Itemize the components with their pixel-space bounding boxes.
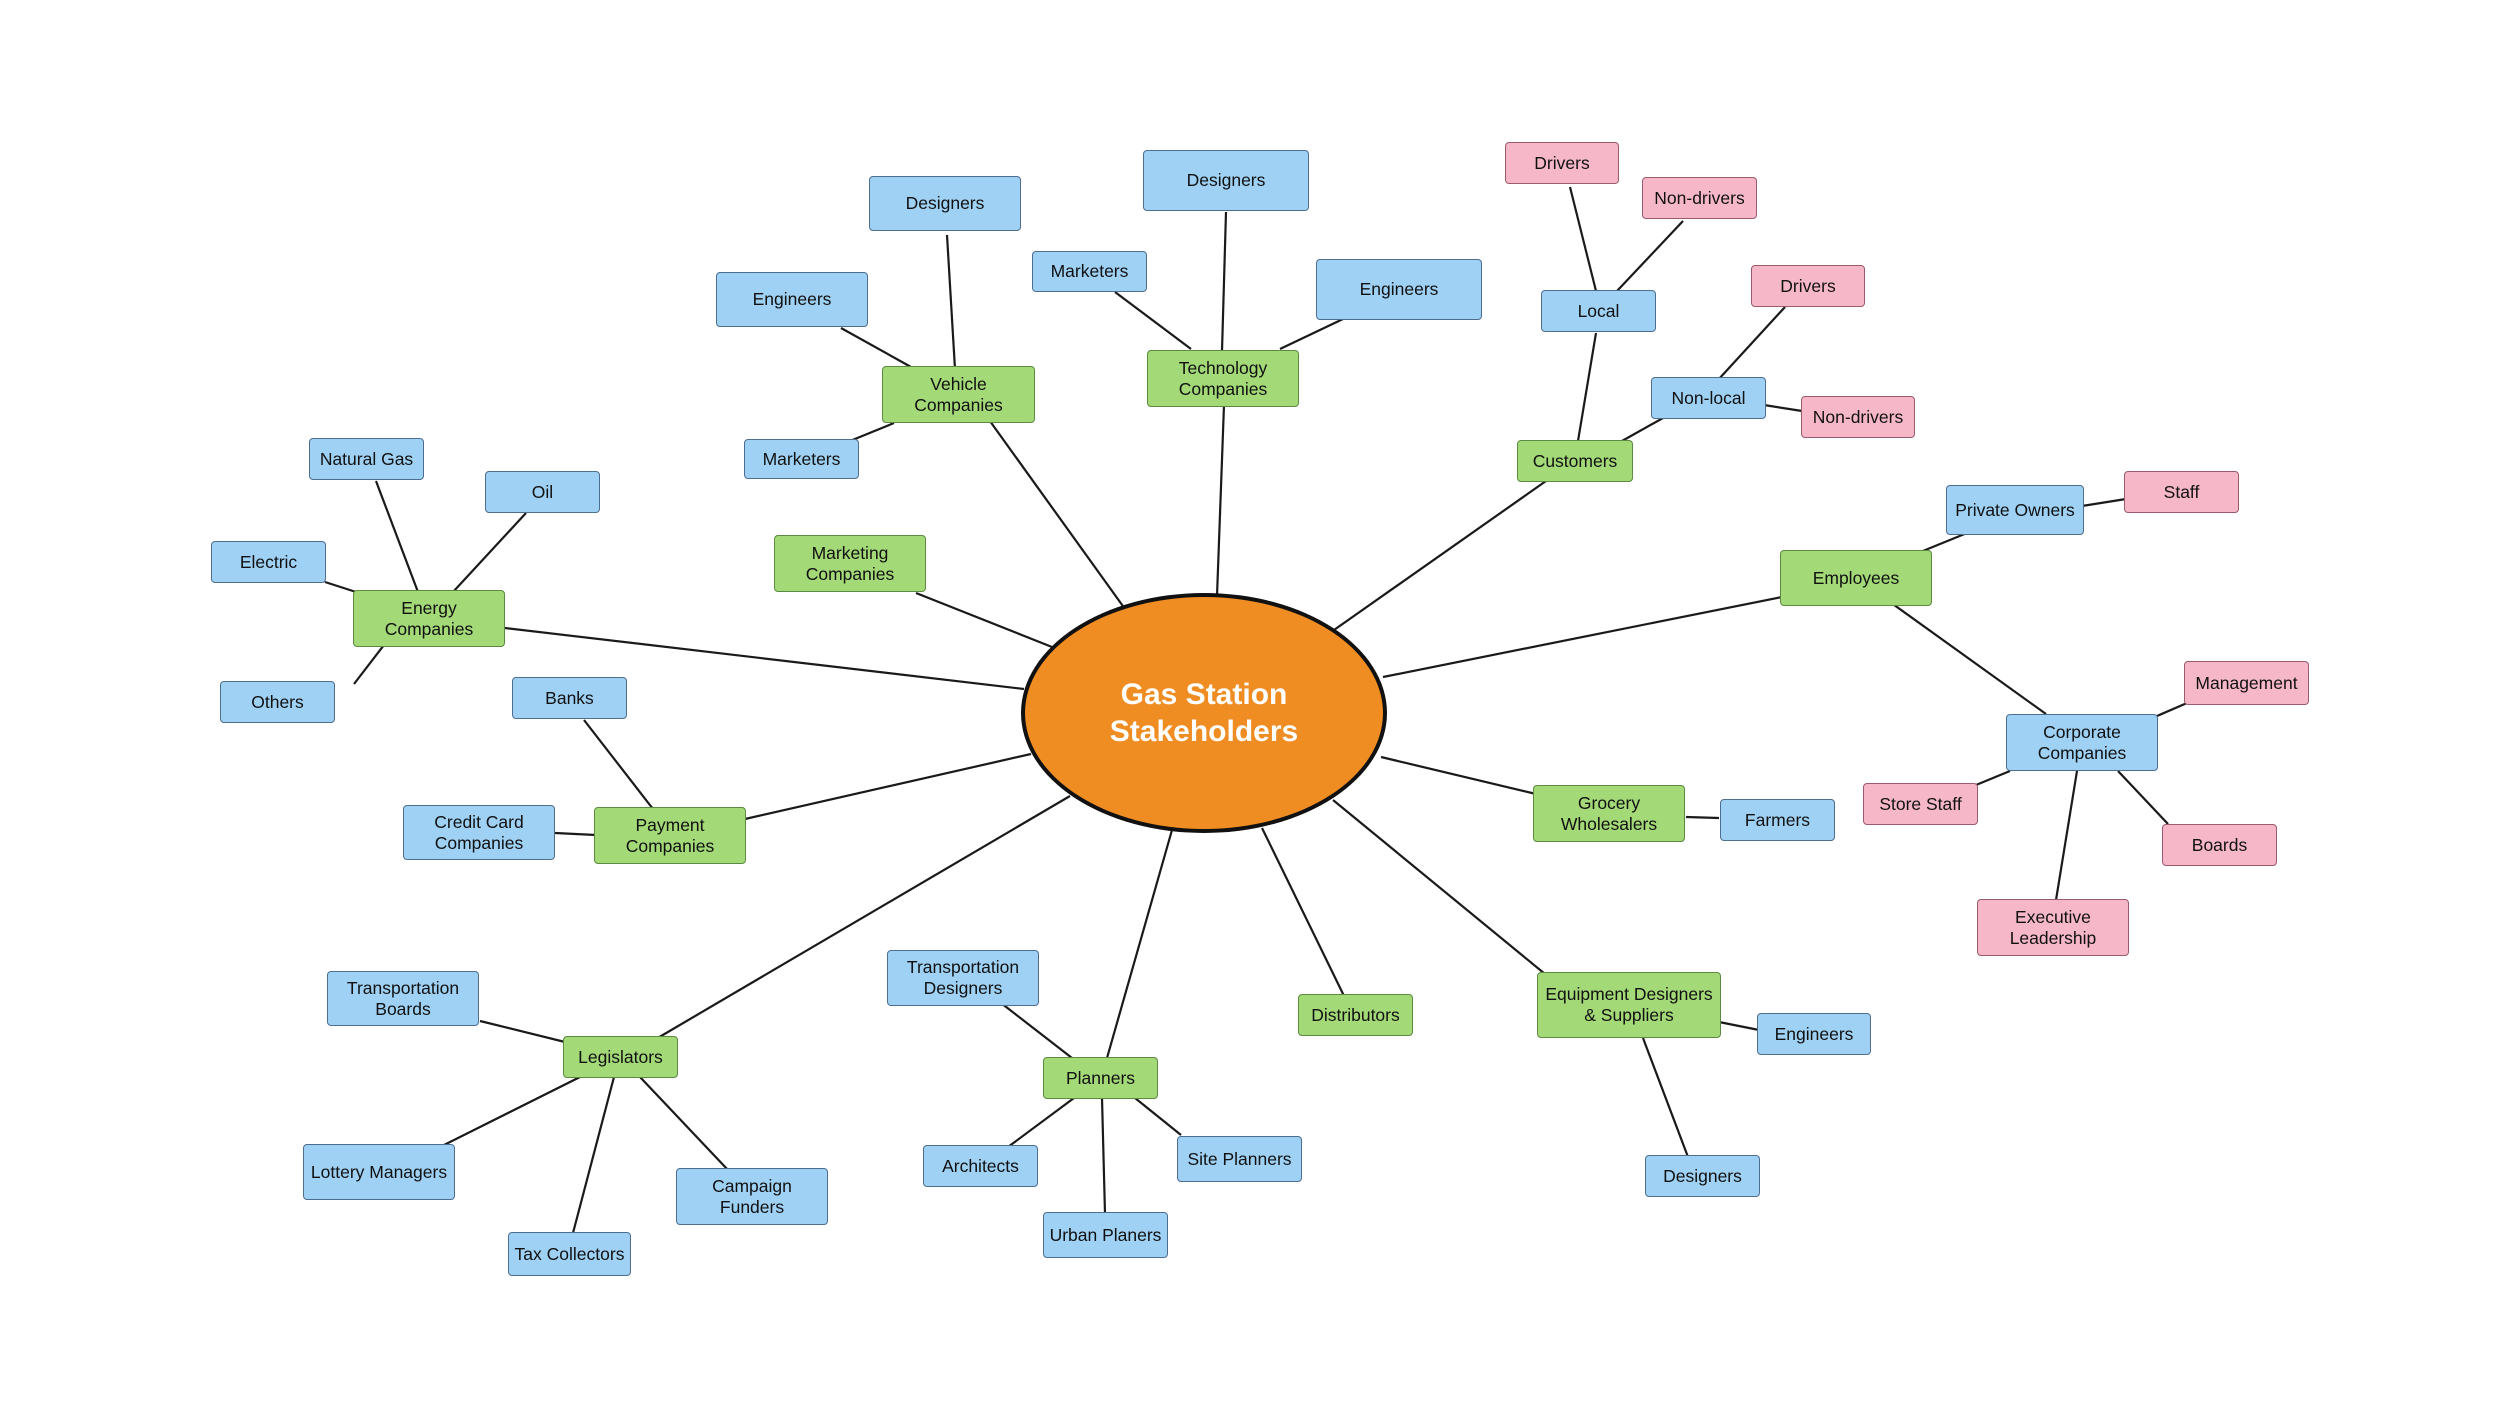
node-non-local[interactable]: Non-local	[1651, 377, 1766, 419]
node-energy-companies[interactable]: Energy Companies	[353, 590, 505, 647]
central-topic-gas-station-stakeholders[interactable]: Gas Station Stakeholders	[1021, 593, 1387, 833]
node-local-drivers[interactable]: Drivers	[1505, 142, 1619, 184]
node-vehicle-designers[interactable]: Designers	[869, 176, 1021, 231]
node-tax-collectors[interactable]: Tax Collectors	[508, 1232, 631, 1276]
node-staff[interactable]: Staff	[2124, 471, 2239, 513]
node-equipment-designers[interactable]: Designers	[1645, 1155, 1760, 1197]
node-others[interactable]: Others	[220, 681, 335, 723]
node-equipment-engineers[interactable]: Engineers	[1757, 1013, 1871, 1055]
node-tech-marketers[interactable]: Marketers	[1032, 251, 1147, 292]
node-nonlocal-non-drivers[interactable]: Non-drivers	[1801, 396, 1915, 438]
node-customers[interactable]: Customers	[1517, 440, 1633, 482]
node-planners[interactable]: Planners	[1043, 1057, 1158, 1099]
node-farmers[interactable]: Farmers	[1720, 799, 1835, 841]
node-oil[interactable]: Oil	[485, 471, 600, 513]
node-grocery-wholesalers[interactable]: Grocery Wholesalers	[1533, 785, 1685, 842]
node-lottery-managers[interactable]: Lottery Managers	[303, 1144, 455, 1200]
node-urban-planers[interactable]: Urban Planers	[1043, 1212, 1168, 1258]
node-site-planners[interactable]: Site Planners	[1177, 1136, 1302, 1182]
node-architects[interactable]: Architects	[923, 1145, 1038, 1187]
node-distributors[interactable]: Distributors	[1298, 994, 1413, 1036]
node-natural-gas[interactable]: Natural Gas	[309, 438, 424, 480]
node-credit-card-companies[interactable]: Credit Card Companies	[403, 805, 555, 860]
node-campaign-funders[interactable]: Campaign Funders	[676, 1168, 828, 1225]
node-transportation-designers[interactable]: Transportation Designers	[887, 950, 1039, 1006]
node-legislators[interactable]: Legislators	[563, 1036, 678, 1078]
node-boards[interactable]: Boards	[2162, 824, 2277, 866]
node-tech-engineers[interactable]: Engineers	[1316, 259, 1482, 320]
node-nonlocal-drivers[interactable]: Drivers	[1751, 265, 1865, 307]
node-vehicle-engineers[interactable]: Engineers	[716, 272, 868, 327]
node-banks[interactable]: Banks	[512, 677, 627, 719]
node-marketing-companies[interactable]: Marketing Companies	[774, 535, 926, 592]
node-private-owners[interactable]: Private Owners	[1946, 485, 2084, 535]
node-equipment-designers-suppliers[interactable]: Equipment Designers & Suppliers	[1537, 972, 1721, 1038]
node-vehicle-companies[interactable]: Vehicle Companies	[882, 366, 1035, 423]
node-technology-companies[interactable]: Technology Companies	[1147, 350, 1299, 407]
node-transportation-boards[interactable]: Transportation Boards	[327, 971, 479, 1026]
node-executive-leadership[interactable]: Executive Leadership	[1977, 899, 2129, 956]
node-local-non-drivers[interactable]: Non-drivers	[1642, 177, 1757, 219]
node-tech-designers[interactable]: Designers	[1143, 150, 1309, 211]
node-vehicle-marketers[interactable]: Marketers	[744, 439, 859, 479]
node-electric[interactable]: Electric	[211, 541, 326, 583]
node-management[interactable]: Management	[2184, 661, 2309, 705]
node-store-staff[interactable]: Store Staff	[1863, 783, 1978, 825]
node-corporate-companies[interactable]: Corporate Companies	[2006, 714, 2158, 771]
node-local[interactable]: Local	[1541, 290, 1656, 332]
node-employees[interactable]: Employees	[1780, 550, 1932, 606]
node-payment-companies[interactable]: Payment Companies	[594, 807, 746, 864]
